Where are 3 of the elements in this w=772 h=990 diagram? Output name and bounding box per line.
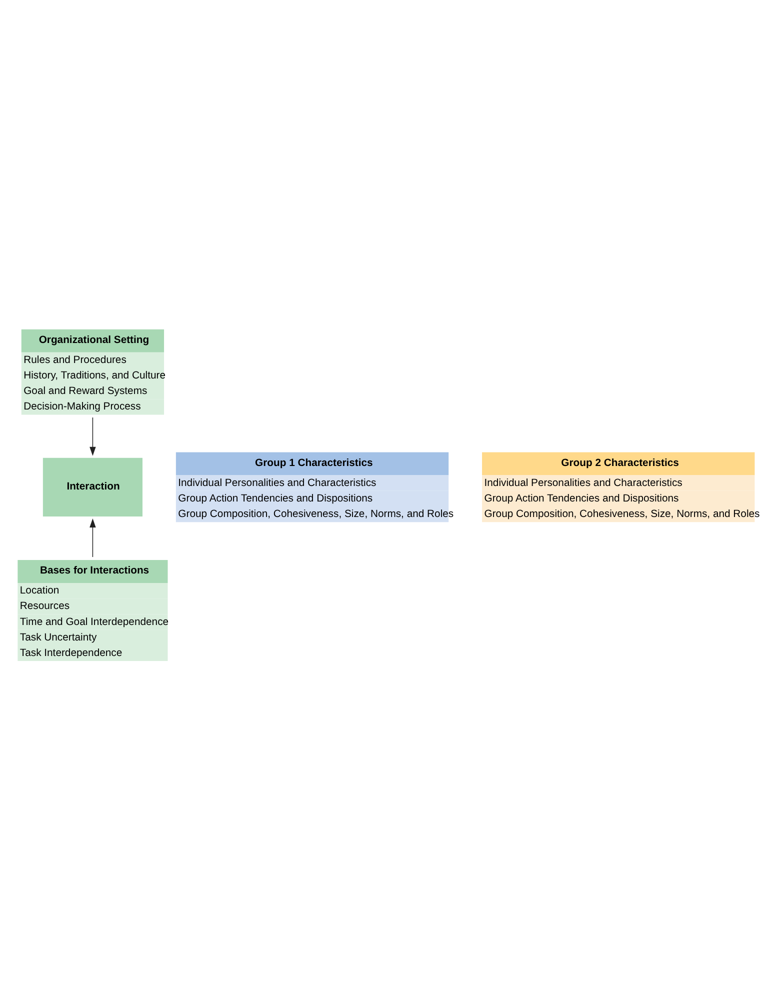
arrow (90, 518, 96, 558)
arrow (90, 417, 96, 456)
node-box: Interaction (42, 458, 142, 517)
